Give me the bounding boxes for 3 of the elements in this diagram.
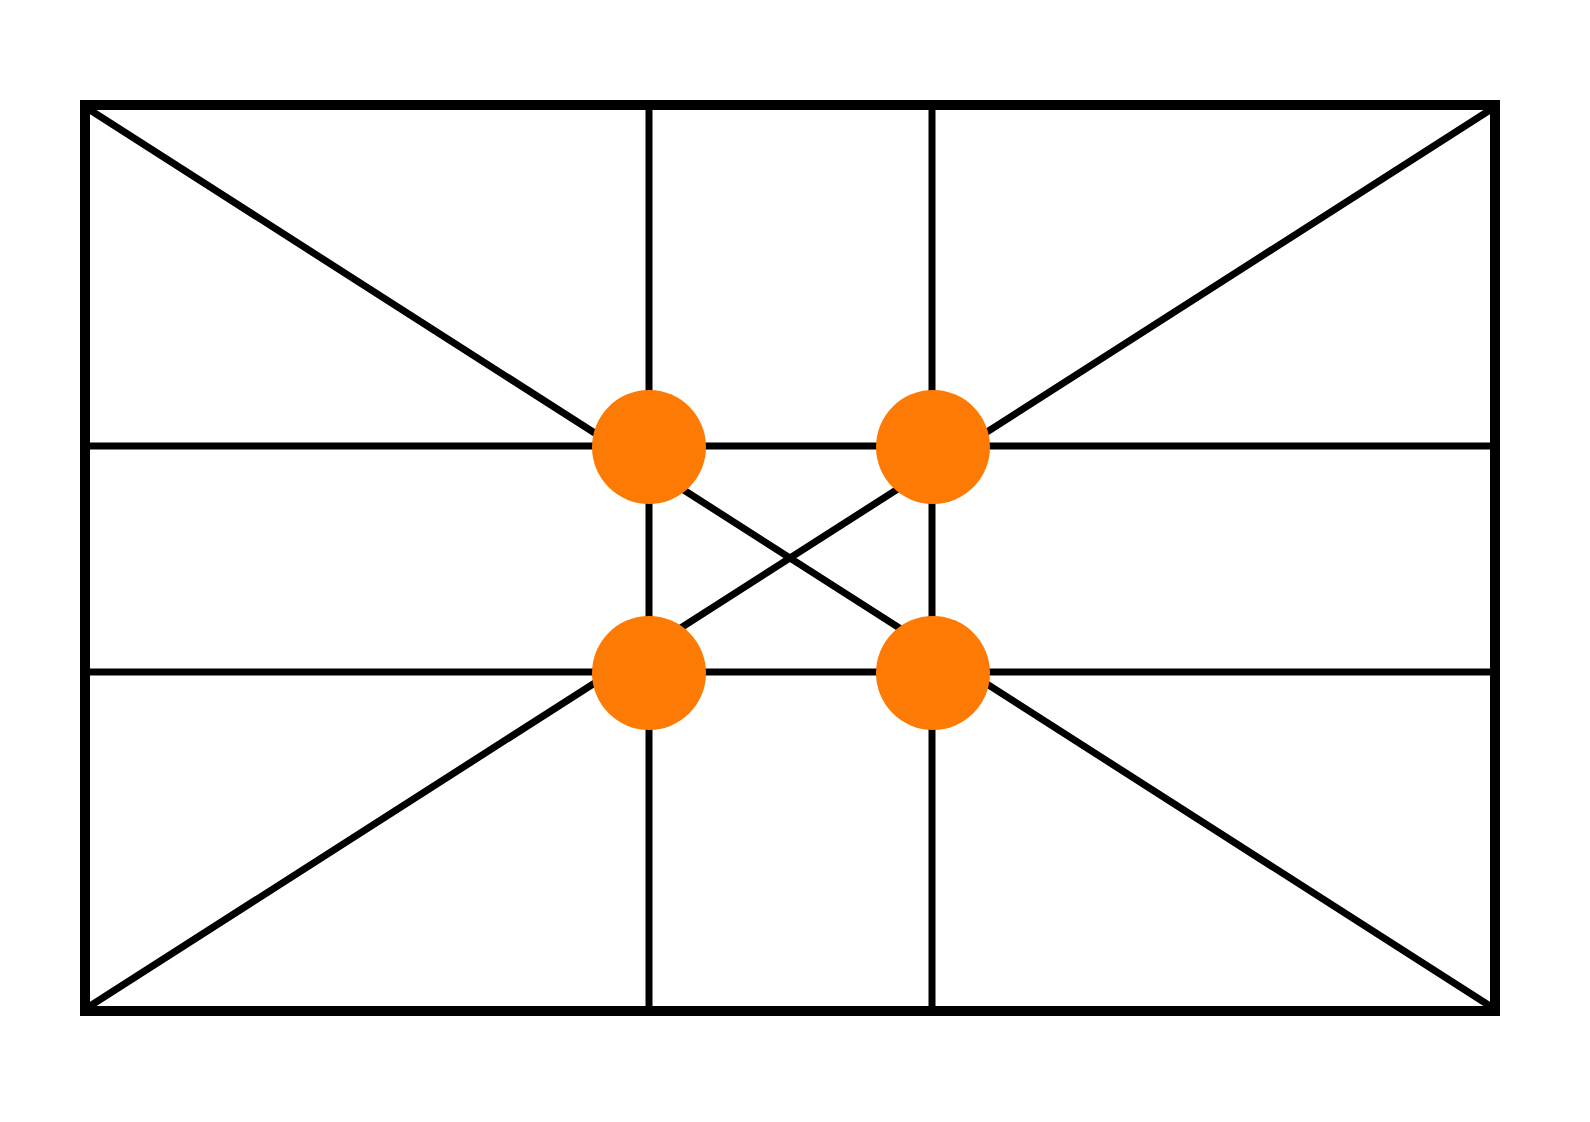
intersection-point	[875, 615, 989, 729]
intersection-point	[875, 389, 989, 503]
intersection-point	[592, 615, 706, 729]
